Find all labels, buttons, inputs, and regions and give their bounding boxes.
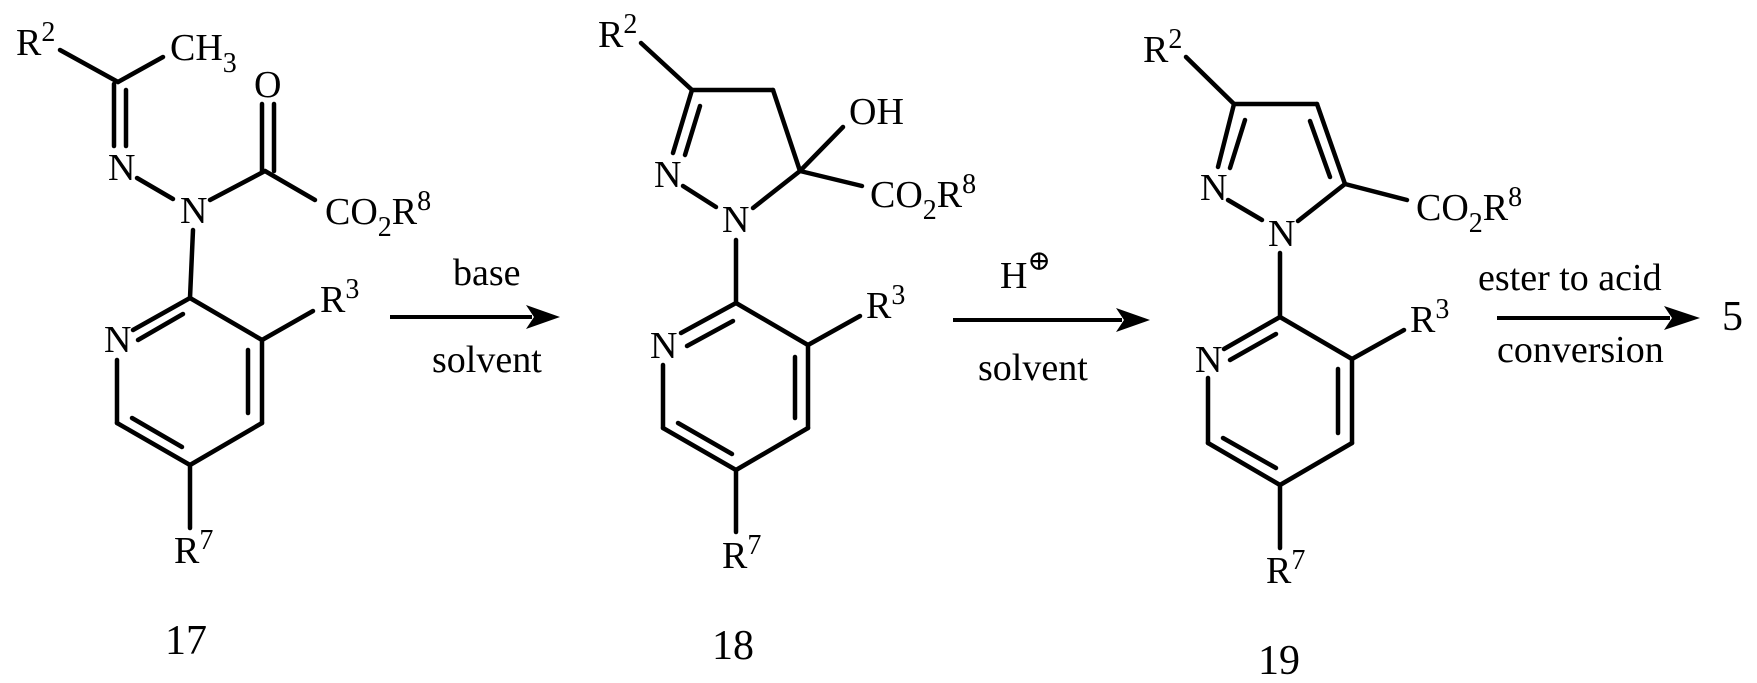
r7-label: R7 bbox=[722, 530, 761, 577]
n2-label: N bbox=[654, 154, 681, 196]
compound-18-label: 18 bbox=[712, 623, 754, 669]
product-5-label: 5 bbox=[1722, 294, 1743, 340]
arrow-3-conditions: conversion bbox=[1497, 329, 1664, 371]
compound-19-label: 19 bbox=[1258, 638, 1300, 683]
n2-label: N bbox=[1200, 167, 1227, 209]
carbonyl-o-label: O bbox=[254, 64, 281, 106]
arrow-2-solvent: solvent bbox=[978, 347, 1088, 389]
imine-n-label: N bbox=[108, 147, 135, 189]
hydrazide-n-label: N bbox=[180, 190, 207, 232]
proton-charge-icon: ⊕ bbox=[1027, 246, 1050, 277]
co2r8-label: CO2R8 bbox=[1416, 182, 1522, 239]
pyridine-n-label: N bbox=[1195, 339, 1222, 381]
oh-label: OH bbox=[849, 91, 904, 133]
r2-label: R2 bbox=[598, 9, 637, 56]
r7-label: R7 bbox=[174, 525, 213, 572]
co2r8-label: CO2R8 bbox=[870, 169, 976, 226]
reaction-arrow-2: H⊕ solvent bbox=[953, 246, 1150, 389]
n1-label: N bbox=[1268, 213, 1295, 255]
r2-label: R2 bbox=[16, 17, 55, 64]
pyridine-n-label: N bbox=[650, 325, 677, 367]
arrow-3-reagent: ester to acid bbox=[1478, 257, 1662, 299]
compound-17: R2 CH3 O N N CO2R8 R3 N R7 17 bbox=[16, 17, 431, 664]
reaction-arrow-3: ester to acid conversion bbox=[1478, 257, 1700, 371]
compound-18: R2 OH N N CO2R8 R3 N R7 18 bbox=[598, 9, 976, 669]
r7-label: R7 bbox=[1266, 545, 1305, 592]
arrow-1-solvent: solvent bbox=[432, 339, 542, 381]
ch3-label: CH3 bbox=[170, 27, 237, 79]
r2-label: R2 bbox=[1143, 24, 1182, 71]
r3-label: R3 bbox=[320, 274, 359, 321]
compound-17-label: 17 bbox=[165, 618, 207, 664]
co2r8-label: CO2R8 bbox=[325, 186, 431, 243]
arrow-2-reagent: H⊕ bbox=[1000, 246, 1051, 297]
compound-19: R2 N N CO2R8 R3 N R7 19 bbox=[1143, 24, 1522, 683]
pyridine-n-label: N bbox=[104, 319, 131, 361]
n1-label: N bbox=[722, 199, 749, 241]
r3-label: R3 bbox=[1410, 294, 1449, 341]
r3-label: R3 bbox=[866, 280, 905, 327]
reaction-arrow-1: base solvent bbox=[390, 252, 560, 381]
arrow-1-reagent: base bbox=[453, 252, 521, 294]
